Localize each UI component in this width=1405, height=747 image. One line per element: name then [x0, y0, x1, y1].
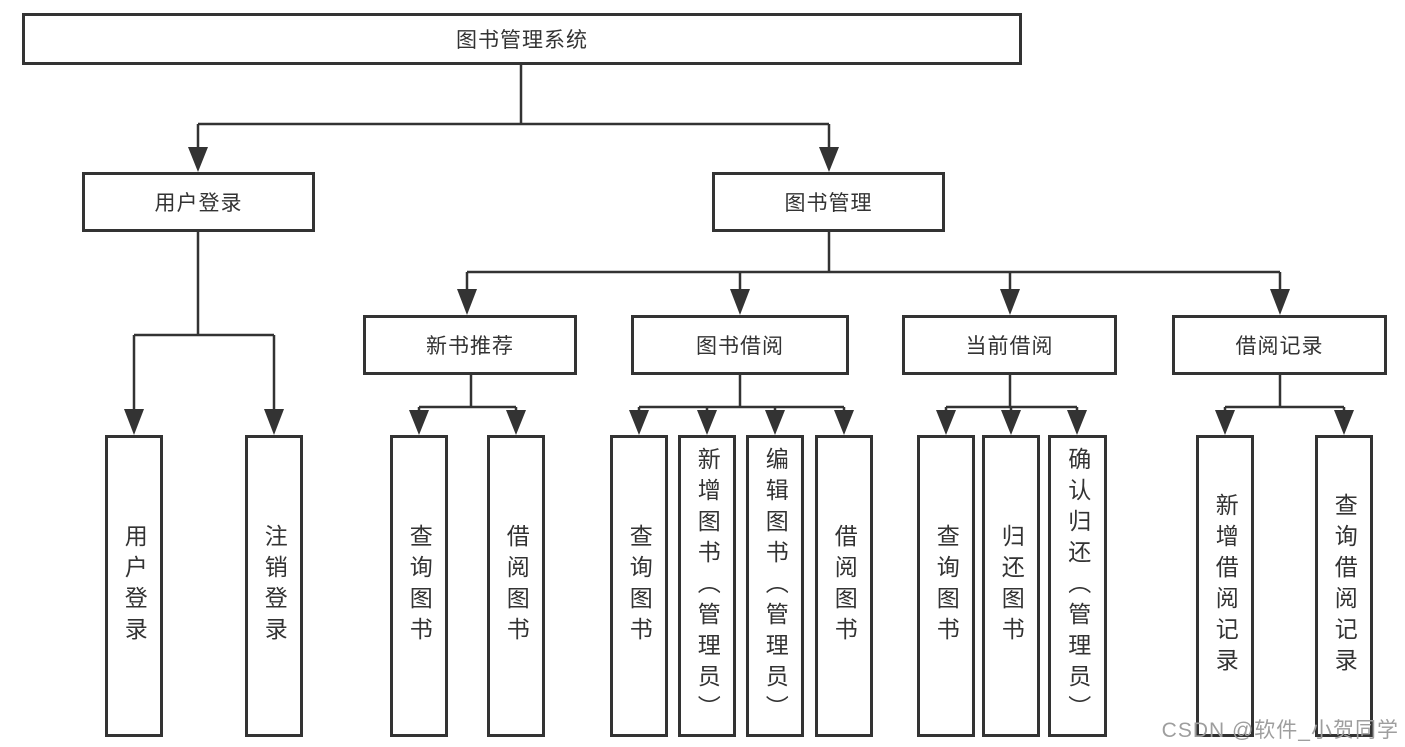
- leaf-logout: 注销登录: [245, 435, 303, 737]
- node-label: 查询借阅记录: [1331, 493, 1358, 679]
- node-label: 查询图书: [626, 524, 653, 648]
- arrow-down-icon: [936, 410, 956, 435]
- node-label: 用户登录: [154, 192, 243, 215]
- node-label: 用户登录: [121, 524, 148, 648]
- node-label: 图书管理系统: [456, 29, 588, 52]
- leaf-query-books-borrowing: 查询图书: [610, 435, 668, 737]
- leaf-query-books-current: 查询图书: [917, 435, 975, 737]
- arrow-down-icon: [409, 410, 429, 435]
- leaf-add-book-admin: 新增图书（管理员）: [678, 435, 736, 737]
- arrow-down-icon: [765, 410, 785, 435]
- node-label: 归还图书: [998, 524, 1025, 648]
- node-label: 新书推荐: [426, 335, 514, 358]
- leaf-borrow-books-recommend: 借阅图书: [487, 435, 545, 737]
- arrow-down-icon: [834, 410, 854, 435]
- node-label: 图书管理: [784, 192, 873, 215]
- leaf-user-login: 用户登录: [105, 435, 163, 737]
- node-book-management: 图书管理: [712, 172, 945, 232]
- arrow-down-icon: [1000, 289, 1020, 315]
- leaf-query-books-recommend: 查询图书: [390, 435, 448, 737]
- arrow-down-icon: [264, 409, 284, 435]
- watermark-text: CSDN @软件_小贺同学: [1161, 719, 1399, 742]
- node-label: 查询图书: [933, 524, 960, 648]
- arrow-down-icon: [697, 410, 717, 435]
- node-label: 借阅图书: [831, 524, 858, 648]
- node-label: 当前借阅: [965, 335, 1054, 358]
- arrow-down-icon: [1215, 410, 1235, 435]
- leaf-add-borrow-record: 新增借阅记录: [1196, 435, 1254, 737]
- arrow-down-icon: [1334, 410, 1354, 435]
- node-current-borrowing: 当前借阅: [902, 315, 1117, 375]
- arrow-down-icon: [819, 147, 839, 172]
- node-user-login: 用户登录: [82, 172, 315, 232]
- leaf-confirm-return-admin: 确认归还（管理员）: [1048, 435, 1107, 737]
- node-label: 注销登录: [261, 524, 288, 648]
- arrow-down-icon: [1270, 289, 1290, 315]
- node-book-borrowing: 图书借阅: [631, 315, 849, 375]
- arrow-down-icon: [1067, 410, 1087, 435]
- leaf-query-borrow-record: 查询借阅记录: [1315, 435, 1373, 737]
- node-borrowing-records: 借阅记录: [1172, 315, 1387, 375]
- node-label: 借阅图书: [503, 524, 530, 648]
- arrow-down-icon: [1001, 410, 1021, 435]
- node-label: 新增借阅记录: [1212, 493, 1239, 679]
- node-label: 借阅记录: [1235, 335, 1324, 358]
- leaf-edit-book-admin: 编辑图书（管理员）: [746, 435, 804, 737]
- node-label: 新增图书（管理员）: [694, 446, 721, 726]
- arrow-down-icon: [506, 410, 526, 435]
- node-label: 编辑图书（管理员）: [762, 446, 789, 726]
- arrow-down-icon: [730, 289, 750, 315]
- leaf-borrow-books-borrowing: 借阅图书: [815, 435, 873, 737]
- node-library-system: 图书管理系统: [22, 13, 1022, 65]
- leaf-return-books: 归还图书: [982, 435, 1040, 737]
- node-label: 图书借阅: [696, 335, 784, 358]
- arrow-down-icon: [124, 409, 144, 435]
- arrow-down-icon: [629, 410, 649, 435]
- node-label: 确认归还（管理员）: [1064, 446, 1091, 726]
- arrow-down-icon: [457, 289, 477, 315]
- node-new-book-recommend: 新书推荐: [363, 315, 577, 375]
- node-label: 查询图书: [406, 524, 433, 648]
- arrow-down-icon: [188, 147, 208, 172]
